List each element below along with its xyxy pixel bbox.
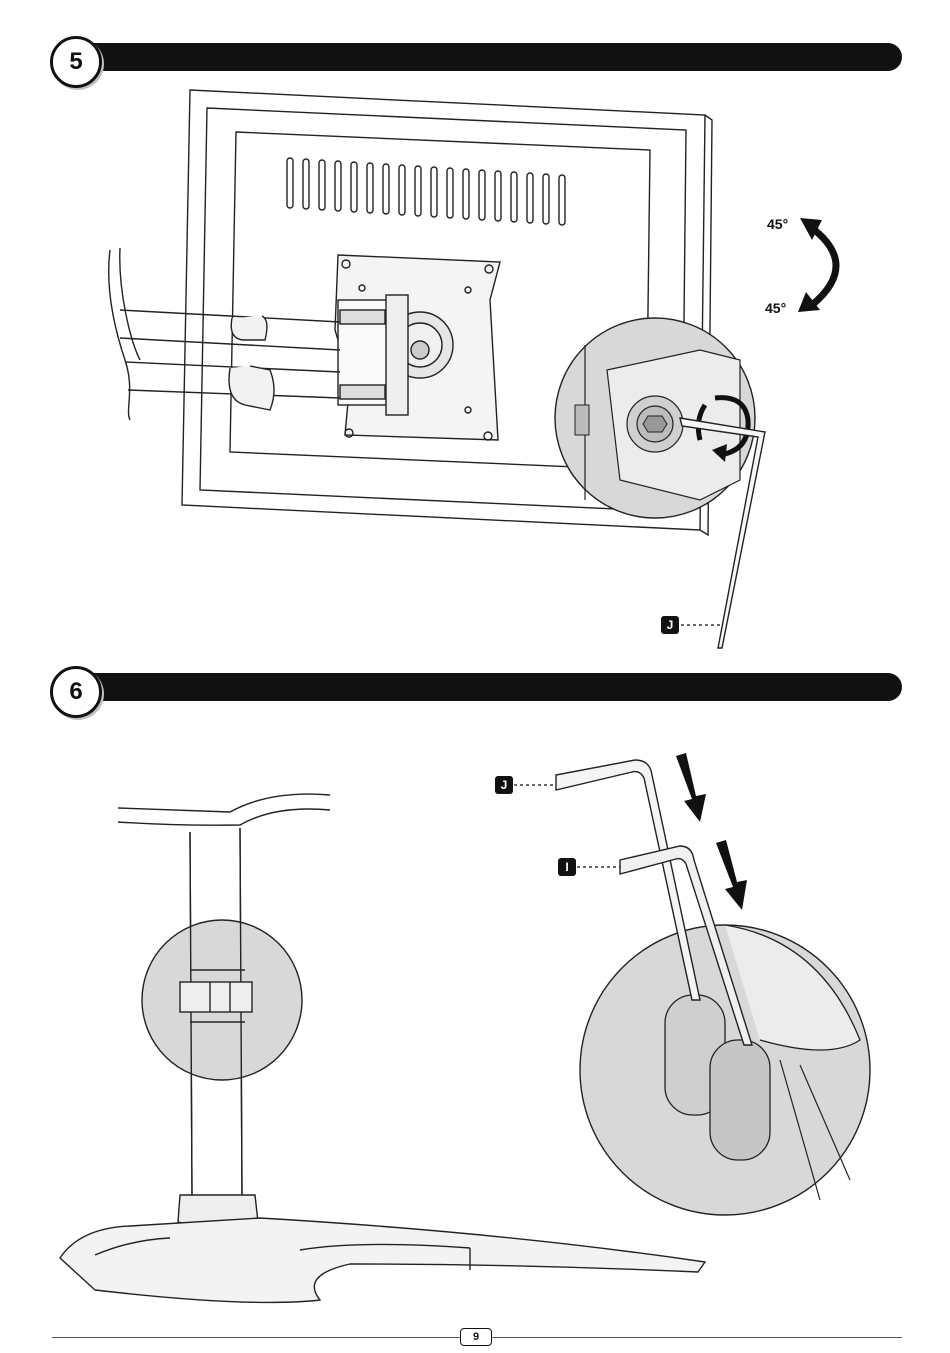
insert-arrow-icon: [676, 753, 747, 910]
part-label-i-step6: I: [558, 858, 576, 876]
part-label-j-step6: J: [495, 776, 513, 794]
page-number: 9: [460, 1328, 492, 1346]
